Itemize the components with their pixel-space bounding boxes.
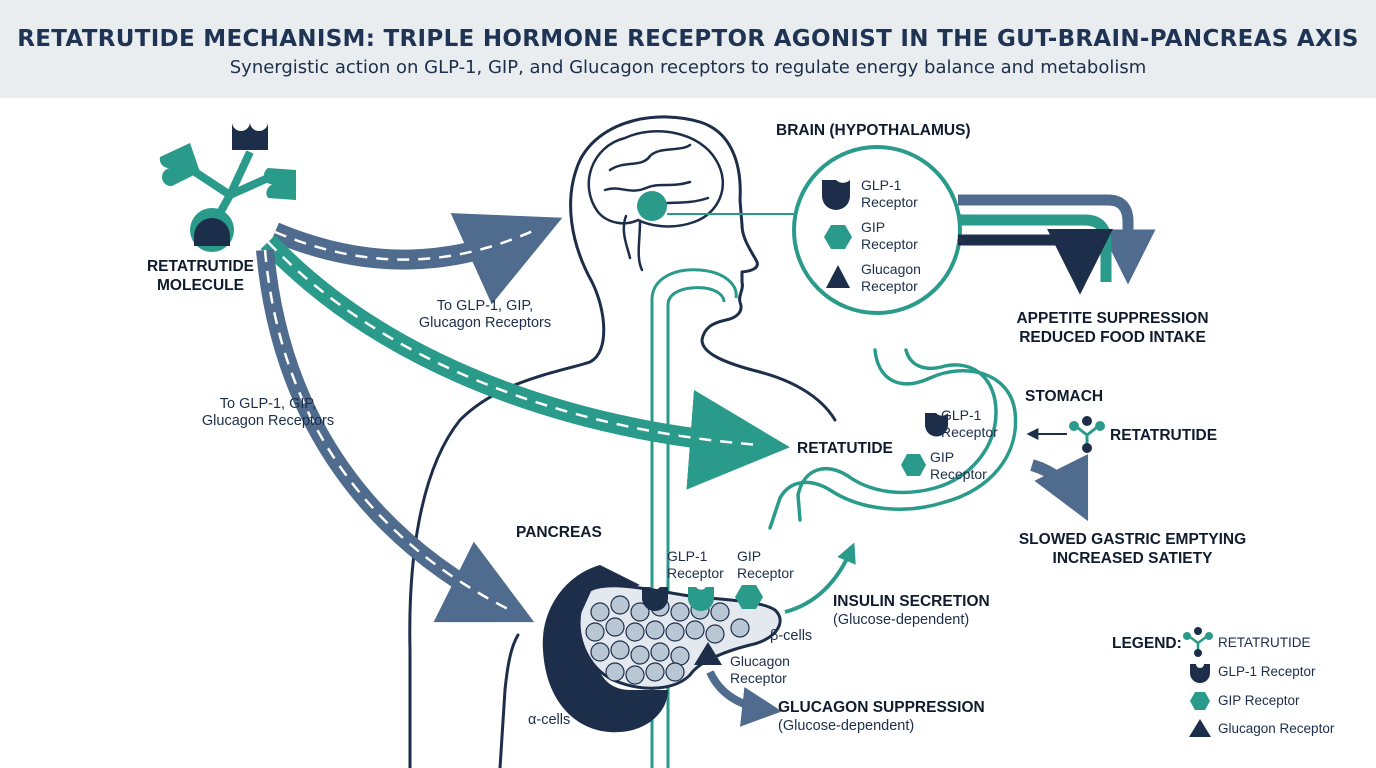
insulin-effect-line2: (Glucose-dependent)	[833, 611, 970, 628]
upper-arrow-label-line2: Glucagon Receptors	[418, 315, 552, 332]
lower-arrow-label-line2: Glucagon Receptors	[201, 413, 335, 430]
legend-glp1-icon	[1190, 664, 1210, 683]
stomach-gip-label-line2: Receptor	[930, 465, 987, 482]
pancreas-glp1-label: GLP-1 Receptor	[667, 548, 724, 582]
pancreas-glucagon-icon	[694, 642, 722, 665]
brain-gip-label: GIP Receptor	[861, 219, 918, 253]
lower-arrow-label: To GLP-1, GIP, Glucagon Receptors	[188, 396, 348, 431]
page-subtitle: Synergistic action on GLP-1, GIP, and Gl…	[229, 57, 1147, 78]
glucagon-suppression-arrow	[706, 670, 782, 727]
legend-gip-icon	[1190, 692, 1210, 710]
stomach-gip-label: GIP Receptor	[930, 449, 987, 483]
insulin-arrow	[784, 542, 856, 614]
pancreas-gip-label-line1: GIP	[737, 548, 762, 564]
molecule-label-line1: RETATRUTIDE	[146, 258, 255, 275]
appetite-effect-line2: REDUCED FOOD INTAKE	[1019, 328, 1206, 346]
molecule-label: RETATRUTIDE MOLECULE	[128, 258, 273, 295]
brain-output-arrow-glucagon	[958, 194, 1156, 285]
arrow-molecule-to-pancreas	[256, 249, 535, 623]
molecule-label-line2: MOLECULE	[157, 276, 244, 294]
arrow-molecule-to-stomach	[260, 235, 790, 490]
stomach-glp1-label-line1: GLP-1	[941, 407, 982, 423]
lower-arrow-label-line1: To GLP-1, GIP,	[219, 396, 317, 412]
stomach-drug-icon	[1069, 416, 1105, 453]
stomach-glp1-label: GLP-1 Receptor	[941, 407, 998, 441]
brain-glp1-icon	[822, 180, 850, 210]
stomach-output-arrow	[1030, 454, 1089, 522]
brain-output-arrow-glp1	[958, 228, 1113, 295]
brain-glp1-label: GLP-1 Receptor	[861, 177, 918, 211]
brain-glucagon-label: Glucagon Receptor	[861, 261, 921, 295]
stomach-title: STOMACH	[1025, 388, 1104, 405]
upper-arrow-label-line1: To GLP-1, GIP,	[436, 298, 534, 314]
stomach-gip-icon	[901, 454, 926, 476]
legend-glucagon-icon	[1189, 719, 1211, 737]
pancreas-glucagon-label-line1: Glucagon	[730, 653, 790, 669]
brain-title: BRAIN (HYPOTHALAMUS)	[776, 122, 971, 139]
pancreas-glucagon-label-line2: Receptor	[730, 669, 787, 686]
legend-glucagon-label: Glucagon Receptor	[1218, 721, 1335, 736]
insulin-effect-label: INSULIN SECRETION (Glucose-dependent)	[833, 593, 990, 629]
brain-gip-icon	[824, 225, 852, 249]
glucagon-effect-line1: GLUCAGON SUPPRESSION	[778, 699, 985, 716]
pancreas-glp1-label-line2: Receptor	[667, 564, 724, 581]
gastric-effect-line1: SLOWED GASTRIC EMPTYING	[1018, 531, 1247, 548]
legend-drug-icon	[1183, 627, 1213, 657]
brain-glucagon-icon	[826, 265, 850, 288]
stomach-glp1-icon	[925, 413, 948, 437]
pancreas-glucagon-label: Glucagon Receptor	[730, 653, 790, 687]
brain-glucagon-label-line1: Glucagon	[861, 261, 921, 277]
pancreas-glp1-label-line1: GLP-1	[667, 548, 708, 564]
pancreas-cells-pattern	[585, 595, 750, 685]
pancreas-gip-cup-icon	[688, 587, 714, 611]
appetite-effect-label: APPETITE SUPPRESSION REDUCED FOOD INTAKE	[1000, 310, 1225, 347]
insulin-effect-line1: INSULIN SECRETION	[833, 593, 990, 610]
legend-gip-label: GIP Receptor	[1218, 693, 1300, 708]
legend-glp1-label: GLP-1 Receptor	[1218, 664, 1316, 679]
pancreas-head	[542, 565, 668, 733]
brain-glp1-label-line1: GLP-1	[861, 177, 902, 193]
arrow-molecule-to-brain	[271, 213, 563, 305]
stomach-illustration	[768, 348, 1018, 530]
retatrutide-molecule-icon	[159, 122, 296, 252]
stomach-drug-label: RETATRUTIDE	[1110, 427, 1218, 444]
legend-drug-label: RETATRUTIDE	[1218, 635, 1311, 650]
glucagon-effect-line2: (Glucose-dependent)	[778, 717, 915, 734]
beta-cells-label: β-cells	[770, 628, 813, 644]
legend-title: LEGEND:	[1112, 635, 1182, 652]
stomach-glp1-label-line2: Receptor	[941, 423, 998, 440]
brain-glp1-label-line2: Receptor	[861, 193, 918, 210]
glucagon-effect-label: GLUCAGON SUPPRESSION (Glucose-dependent)	[778, 699, 985, 735]
page-title: RETATRUTIDE MECHANISM: TRIPLE HORMONE RE…	[17, 26, 1359, 52]
appetite-effect-line1: APPETITE SUPPRESSION	[1016, 310, 1209, 327]
pancreas-gip-label: GIP Receptor	[737, 548, 794, 582]
brain-gip-label-line2: Receptor	[861, 235, 918, 252]
stomach-target-label: RETATUTIDE	[797, 440, 893, 457]
pancreas-gip-icon	[735, 585, 763, 609]
alpha-cells-label: α-cells	[528, 712, 571, 728]
stomach-gip-label-line1: GIP	[930, 449, 955, 465]
human-silhouette	[408, 115, 837, 768]
upper-arrow-label: To GLP-1, GIP, Glucagon Receptors	[405, 298, 565, 333]
hypothalamus-highlight	[637, 191, 667, 221]
esophagus-inner	[666, 286, 726, 768]
gastric-effect-line2: INCREASED SATIETY	[1052, 549, 1213, 567]
gastric-effect-label: SLOWED GASTRIC EMPTYING INCREASED SATIET…	[1010, 531, 1255, 568]
pancreas-glp1-icon	[642, 587, 668, 611]
esophagus-outer	[650, 268, 738, 768]
brain-glucagon-label-line2: Receptor	[861, 277, 918, 294]
brain-gip-label-line1: GIP	[861, 219, 886, 235]
pancreas-title: PANCREAS	[516, 524, 602, 541]
header-banner	[0, 0, 1376, 98]
pancreas-gip-label-line2: Receptor	[737, 564, 794, 581]
